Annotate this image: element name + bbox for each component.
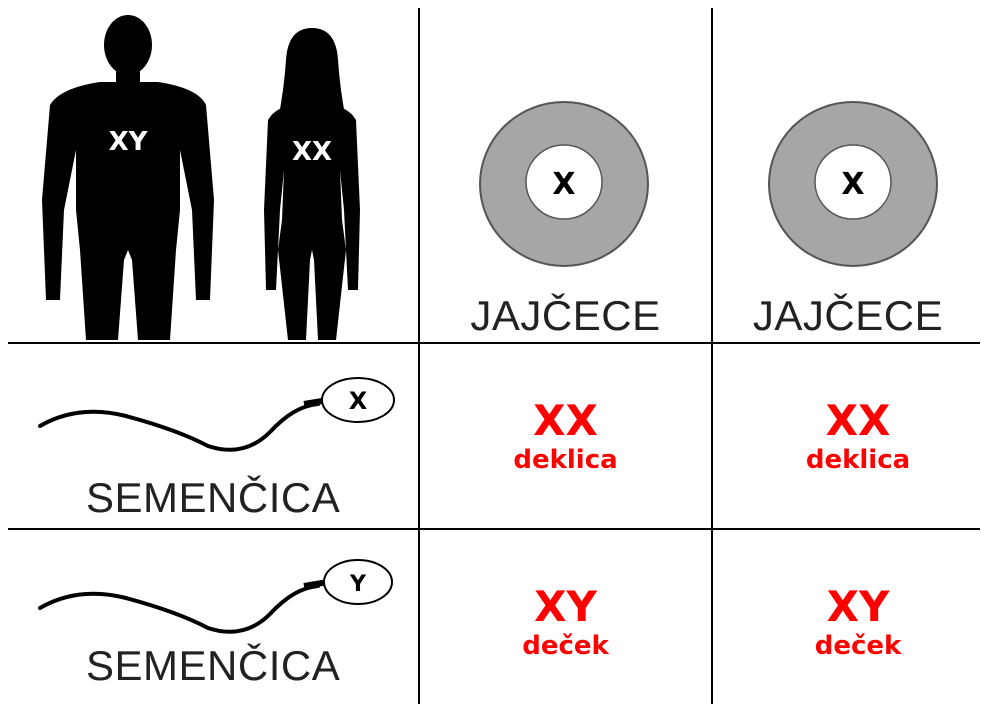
egg-column-2: X JAJČECE	[713, 10, 983, 342]
sperm-chromosome: Y	[349, 572, 367, 597]
result-cell-2-2: XY deček	[713, 584, 990, 662]
result-genotype: XX	[533, 396, 598, 445]
male-silhouette	[42, 15, 214, 340]
female-silhouette	[264, 28, 360, 340]
result-cell-1-1: XX deklica	[420, 398, 711, 476]
parents-silhouettes: XY XX	[42, 15, 360, 340]
sperm-chromosome: X	[349, 387, 368, 415]
result-sex: deklica	[513, 445, 618, 475]
egg-cell-icon: X	[768, 101, 938, 267]
egg-caption: JAJČECE	[470, 292, 661, 339]
result-genotype: XY	[826, 582, 890, 631]
grid-line-horizontal-2	[8, 528, 980, 530]
egg-cell-icon: X	[479, 101, 649, 267]
egg-chromosome: X	[552, 167, 575, 202]
result-cell-1-2: XX deklica	[713, 398, 990, 476]
result-sex: deklica	[805, 445, 911, 475]
egg-caption: JAJČECE	[752, 292, 944, 339]
result-sex: deček	[522, 631, 609, 661]
female-chromosome-label: XX	[292, 137, 332, 167]
sperm-cell-icon: Y	[38, 559, 393, 634]
result-genotype: XX	[825, 396, 891, 445]
egg-chromosome: X	[841, 167, 864, 202]
parents-cell: XY XX	[30, 10, 410, 340]
egg-column-1: X JAJČECE	[420, 10, 711, 342]
grid-line-vertical-2	[711, 8, 713, 704]
grid-line-horizontal-1	[8, 342, 980, 344]
sperm-row-2: Y SEMENČICA	[8, 530, 418, 704]
grid-line-vertical-1	[418, 8, 420, 704]
male-chromosome-label: XY	[109, 127, 149, 157]
result-cell-2-1: XY deček	[420, 584, 711, 662]
sperm-cell-icon: X	[38, 377, 395, 452]
sperm-caption: SEMENČICA	[86, 642, 341, 689]
sperm-row-1: X SEMENČICA	[8, 344, 418, 528]
result-sex: deček	[814, 631, 902, 661]
sperm-caption: SEMENČICA	[86, 474, 341, 521]
result-genotype: XY	[534, 582, 597, 631]
